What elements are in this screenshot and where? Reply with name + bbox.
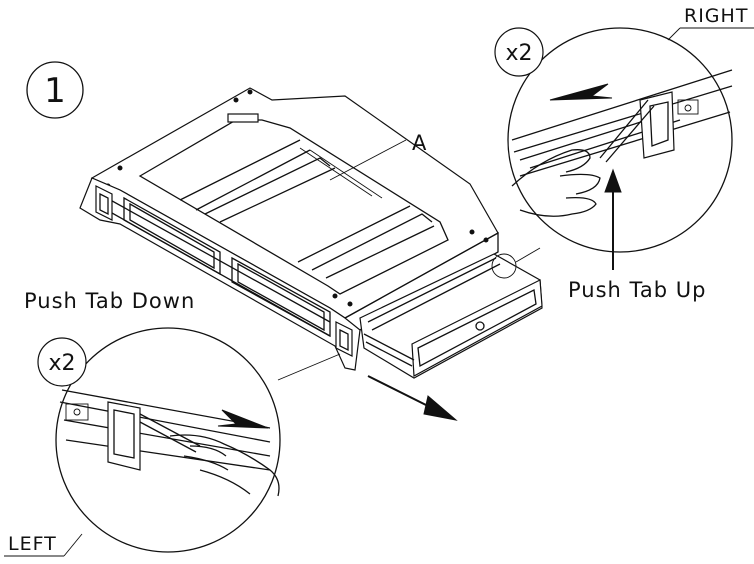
- push-tab-up-label: Push Tab Up: [568, 278, 706, 302]
- part-a-label: A: [412, 131, 427, 155]
- left-multiplier: x2: [48, 351, 75, 376]
- right-side-label: RIGHT: [684, 5, 748, 27]
- push-tab-down-label: Push Tab Down: [24, 289, 195, 313]
- step-number: 1: [44, 71, 66, 111]
- step-number-badge: 1: [26, 61, 84, 119]
- left-detail-callout: x2 LEFT: [4, 327, 341, 557]
- right-multiplier: x2: [505, 41, 532, 66]
- pull-out-arrow: [367, 375, 458, 421]
- left-side-label: LEFT: [8, 533, 57, 555]
- drawer: [359, 253, 543, 379]
- right-detail-callout: RIGHT x2: [494, 5, 754, 270]
- part-a-callout: A: [329, 131, 427, 181]
